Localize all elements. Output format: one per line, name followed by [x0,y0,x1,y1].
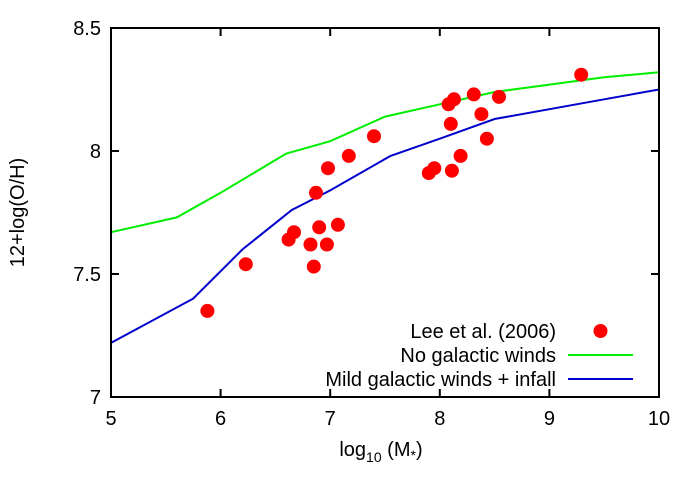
x-tick-label: 8 [434,408,445,430]
data-point [319,237,334,252]
series-line-1 [110,71,660,234]
x-axis-label: log10 (M*) [339,439,422,465]
data-point [309,185,323,200]
data-point [453,148,468,163]
y-tick-label: 7.5 [73,264,101,286]
plot-frame [110,27,660,398]
y-tick-label: 8 [90,141,101,163]
x-tick-label: 10 [648,408,670,430]
y-tick-label: 8.5 [73,18,101,40]
data-point [312,220,327,235]
series-line-2 [110,88,660,344]
data-point [238,257,253,272]
data-point [330,217,345,232]
x-axis-label-subscript: 10 [366,449,382,465]
data-point [447,92,461,107]
series-layer [110,67,660,344]
x-tick-label: 5 [105,408,116,430]
data-point [492,89,506,104]
legend-marker [593,324,608,338]
data-point [443,116,458,131]
data-point [479,131,494,146]
x-tick-label: 9 [544,408,555,430]
legend-label: Lee et al. (2006) [410,321,556,343]
x-axis-label-star: * [411,447,417,463]
y-tick-label: 7 [90,387,101,409]
x-tick-label: 7 [325,408,336,430]
legend-label: No galactic winds [400,345,556,367]
legend-label: Mild galactic winds + infall [325,369,556,391]
data-point [367,129,381,144]
data-point [303,237,318,252]
data-point [341,148,356,163]
data-point [427,161,442,176]
data-point [200,303,215,318]
x-axis-label-base: log [339,439,366,461]
data-point [574,67,589,82]
x-tick-label: 6 [215,408,226,430]
data-point [306,259,321,274]
data-point [474,107,489,122]
data-point [321,161,335,176]
y-axis-label: 12+log(O/H) [7,158,29,268]
data-point [444,163,459,178]
x-axis-label-rest: (M [382,439,411,461]
data-point [287,225,301,240]
data-point [466,87,481,102]
x-axis-label-close: ) [416,439,423,461]
